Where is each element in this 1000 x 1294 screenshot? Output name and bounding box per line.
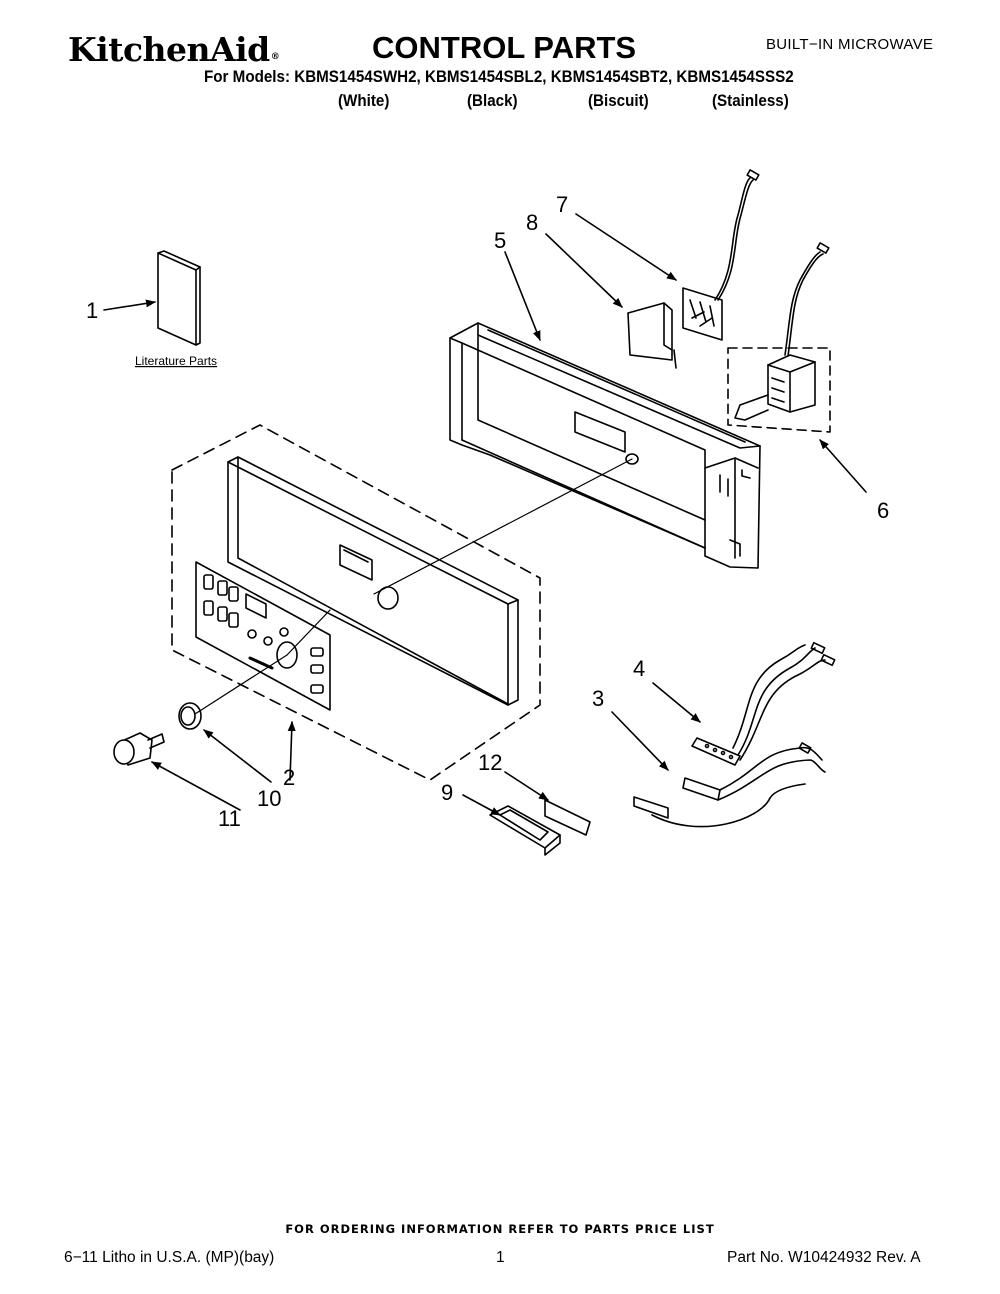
knob-bezel-ring	[178, 702, 202, 730]
model-variant-black: (Black)	[467, 92, 518, 110]
callout-8: 8	[526, 210, 538, 235]
callout-7: 7	[556, 192, 568, 217]
literature-booklet	[157, 250, 201, 346]
callout-10: 10	[257, 786, 281, 811]
leader-8	[545, 233, 623, 308]
model-variant-stainless: (Stainless)	[712, 92, 789, 110]
callout-12: 12	[478, 750, 502, 775]
leader-6	[819, 439, 867, 493]
model-variant-white: (White)	[338, 92, 390, 110]
leader-3	[611, 711, 669, 771]
brand-logo: KitchenAid®	[68, 30, 280, 69]
part-number: Part No. W10424932 Rev. A	[727, 1249, 921, 1266]
leader-5	[504, 251, 541, 341]
control-shield	[627, 302, 677, 369]
leader-2	[287, 721, 296, 781]
page-title: CONTROL PARTS	[372, 30, 637, 65]
leader-9	[462, 794, 501, 816]
relay-assembly	[727, 242, 831, 433]
callout-6: 6	[877, 498, 889, 523]
product-category: BUILT−IN MICROWAVE	[766, 36, 934, 53]
leader-4	[652, 682, 701, 723]
control-panel-housing	[449, 322, 761, 569]
leader-10	[203, 729, 272, 783]
control-panel-assembly-outline	[171, 424, 541, 781]
wire-harness	[691, 641, 836, 766]
display-lens	[544, 799, 591, 836]
control-board	[682, 169, 760, 341]
leader-12	[504, 771, 549, 801]
leader-1	[103, 299, 156, 311]
leader-11	[151, 761, 241, 811]
callout-9: 9	[441, 780, 453, 805]
literature-parts-label: Literature Parts	[135, 354, 217, 368]
callout-4: 4	[633, 656, 645, 681]
callout-2: 2	[283, 765, 295, 790]
exploded-parts-diagram: Literature Parts	[86, 169, 889, 856]
callout-5: 5	[494, 228, 506, 253]
registered-mark: ®	[270, 52, 280, 62]
control-knob	[113, 732, 165, 766]
litho-info: 6−11 Litho in U.S.A. (MP)(bay)	[64, 1249, 275, 1266]
page-number: 1	[496, 1249, 505, 1266]
brand-name: KitchenAid	[68, 30, 270, 69]
model-variant-biscuit: (Biscuit)	[588, 92, 649, 110]
display-trim-frame	[489, 805, 561, 856]
display-wire-harness	[633, 742, 826, 828]
callout-11: 11	[218, 806, 241, 831]
models-line: For Models: KBMS1454SWH2, KBMS1454SBL2, …	[204, 68, 794, 86]
ordering-note: FOR ORDERING INFORMATION REFER TO PARTS …	[285, 1222, 715, 1236]
callout-1: 1	[86, 298, 98, 323]
touch-panel-overlay	[195, 561, 331, 711]
callout-3: 3	[592, 686, 604, 711]
leader-7	[575, 213, 677, 281]
